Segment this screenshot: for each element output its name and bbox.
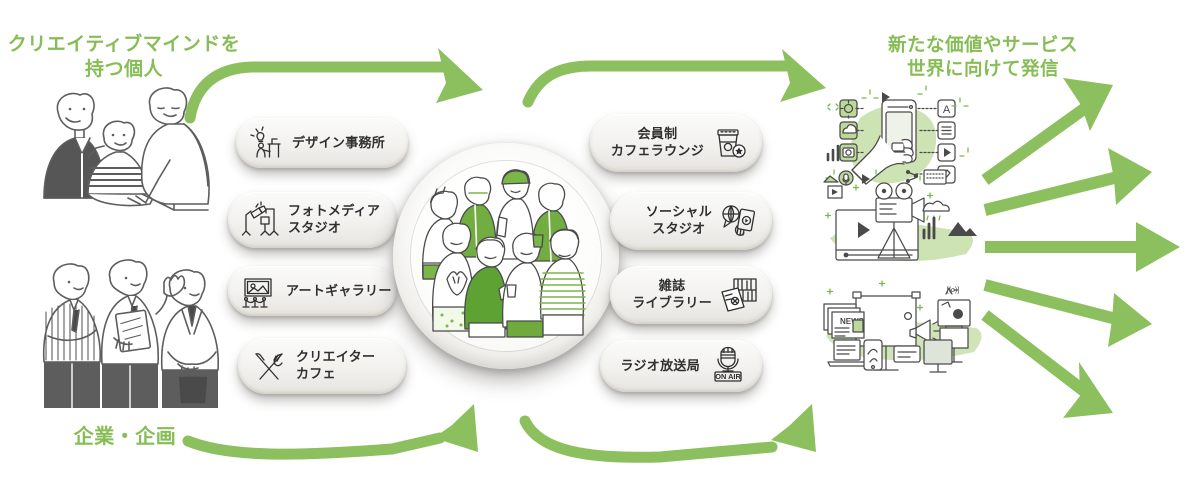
framed-picture-icon (242, 278, 272, 308)
heading-creative-individuals: クリエイティブマインドを 持つ個人 (7, 34, 241, 81)
facility-pill-label: フォトメディア スタジオ (288, 203, 381, 235)
heading-companies-projects: 企業・企画 (73, 426, 177, 448)
three-business-people-illustration (42, 259, 219, 409)
arrow-output-1 (981, 78, 1113, 185)
bookshelf-magazine-icon (721, 278, 757, 312)
central-community-circle (393, 143, 619, 369)
facility-pill-label: 雑誌 ライブラリー (632, 278, 712, 310)
facility-pill-label: 会員制 カフェラウンジ (610, 126, 704, 158)
globe-phone-icon (722, 205, 756, 236)
facility-pill-label: デザイン事務所 (292, 134, 386, 150)
group-of-people-illustration (421, 169, 586, 338)
arrow-output-5 (981, 310, 1113, 418)
arrow-bottom-right-outflow (519, 404, 816, 463)
news-label: NEWS (840, 317, 865, 326)
arrow-output-3 (985, 222, 1180, 272)
heading-new-value-services: 新たな価値やサービス 世界に向けて発信 (887, 34, 1078, 80)
facility-pill-art-gallery[interactable]: アートギャラリー (228, 266, 396, 316)
facility-pill-creator-cafe[interactable]: クリエイター カフェ (238, 338, 406, 394)
facility-pill-magazine-library[interactable]: 雑誌 ライブラリー (610, 266, 772, 324)
arrow-top-right-outflow (522, 49, 826, 108)
arrow-output-2 (983, 148, 1152, 216)
facility-pill-label: ソーシャル スタジオ (645, 204, 712, 236)
facility-pill-radio-station[interactable]: ラジオ放送局 ON AIR (600, 340, 762, 392)
arrow-bottom-left-inflow (182, 404, 478, 460)
coffee-cup-star-icon (717, 129, 746, 158)
facility-pill-label: クリエイター カフェ (296, 349, 376, 381)
app-letter-label: A (943, 104, 951, 116)
microphone-onair-icon: ON AIR (714, 346, 742, 382)
fork-knife-icon (255, 353, 283, 380)
designer-at-desk-icon (250, 126, 281, 158)
on-air-label: ON AIR (715, 372, 741, 381)
digital-media-broadcast-illustration: A (823, 85, 982, 373)
facility-pill-social-studio[interactable]: ソーシャル スタジオ (610, 192, 772, 250)
three-creative-individuals-illustration (43, 87, 210, 211)
svg-text:[(o)]: [(o)] (947, 287, 960, 294)
facility-pill-member-cafe-lounge[interactable]: 会員制 カフェラウンジ (590, 114, 762, 172)
studio-light-icon (242, 201, 279, 236)
arrow-output-4 (983, 279, 1152, 347)
facility-pill-design-office[interactable]: デザイン事務所 (236, 118, 408, 168)
facility-pill-label: アートギャラリー (286, 282, 392, 298)
facility-pill-label: ラジオ放送局 (620, 357, 700, 373)
facility-pill-photo-media-studio[interactable]: フォトメディア スタジオ (228, 192, 396, 248)
